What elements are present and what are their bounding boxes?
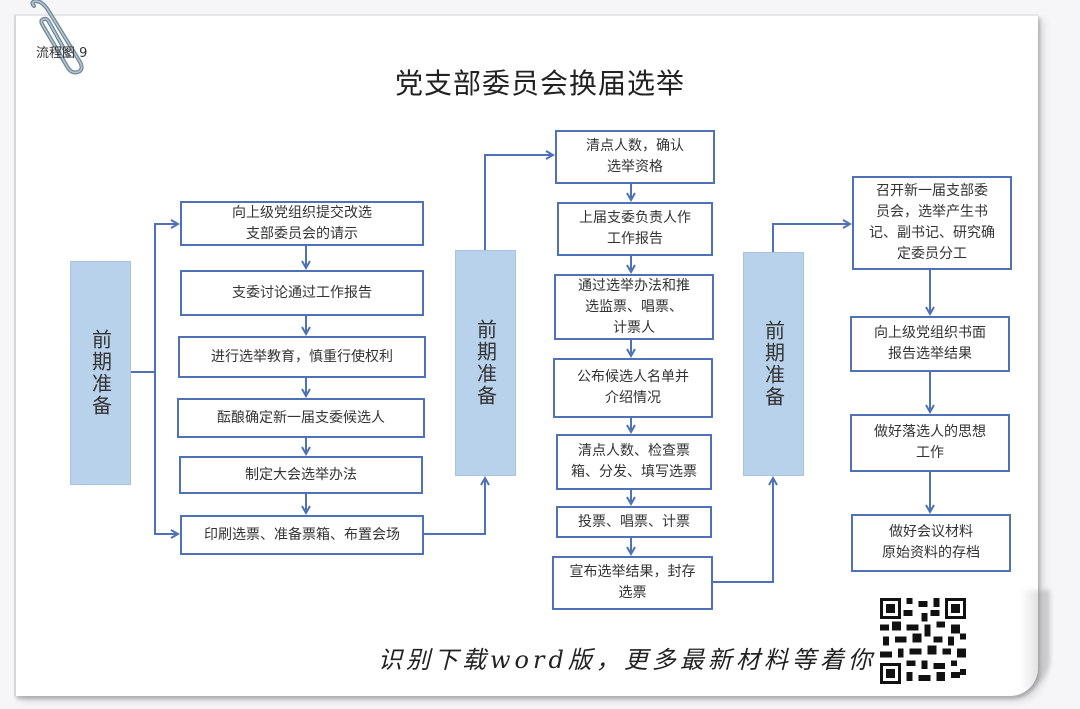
qr-code-icon[interactable] [878, 598, 968, 684]
step-box: 做好会议材料 原始资料的存档 [851, 514, 1011, 572]
step-box: 通过选举办法和推 选监票、唱票、 计票人 [554, 274, 714, 340]
connector-phase1-down [154, 372, 178, 534]
connector-c2-to-phase3 [713, 478, 773, 583]
connector-c1-to-phase2 [424, 478, 485, 535]
step-box: 公布候选人名单并 介绍情况 [553, 358, 713, 418]
step-box: 制定大会选举办法 [179, 456, 423, 494]
step-box: 印刷选票、准备票箱、布置会场 [180, 515, 424, 555]
step-box: 进行选举教育，慎重行使权利 [178, 336, 426, 378]
page-title: 党支部委员会换届选举 [394, 67, 685, 100]
footer-caption: 识别下载word版，更多最新材料等着你 [378, 646, 876, 674]
figure-label: 流程图 9 [36, 46, 88, 61]
phase-bar-2: 前期准备 [455, 250, 516, 476]
phase-bar-3: 前期准备 [743, 252, 804, 476]
step-box: 投票、唱票、计票 [556, 506, 712, 538]
step-box: 向上级党组织书面 报告选举结果 [850, 316, 1010, 372]
phase-bar-1: 前期准备 [70, 261, 131, 485]
step-box: 宣布选举结果，封存 选票 [552, 556, 713, 610]
step-box: 酝酿确定新一届支委候选人 [177, 398, 425, 438]
step-box: 召开新一届支部委 员会，选举产生书 记、副书记、研究确 定委员分工 [852, 176, 1012, 270]
step-box: 上届支委负责人作 工作报告 [557, 202, 713, 256]
connector-phase1-up [154, 224, 178, 372]
step-box: 向上级党组织提交改选 支部委员会的请示 [180, 201, 424, 246]
connector-phase3-to-c3 [772, 224, 850, 252]
step-box: 清点人数、检查票 箱、分发、填写选票 [556, 434, 712, 490]
step-box: 做好落选人的思想 工作 [850, 414, 1010, 472]
step-box: 支委讨论通过工作报告 [180, 270, 424, 316]
step-box: 清点人数，确认 选举资格 [555, 130, 715, 184]
connector-phase2-to-c2 [484, 155, 553, 250]
paperclip-icon [30, 0, 84, 75]
page-curl-shadow [1020, 590, 1050, 690]
